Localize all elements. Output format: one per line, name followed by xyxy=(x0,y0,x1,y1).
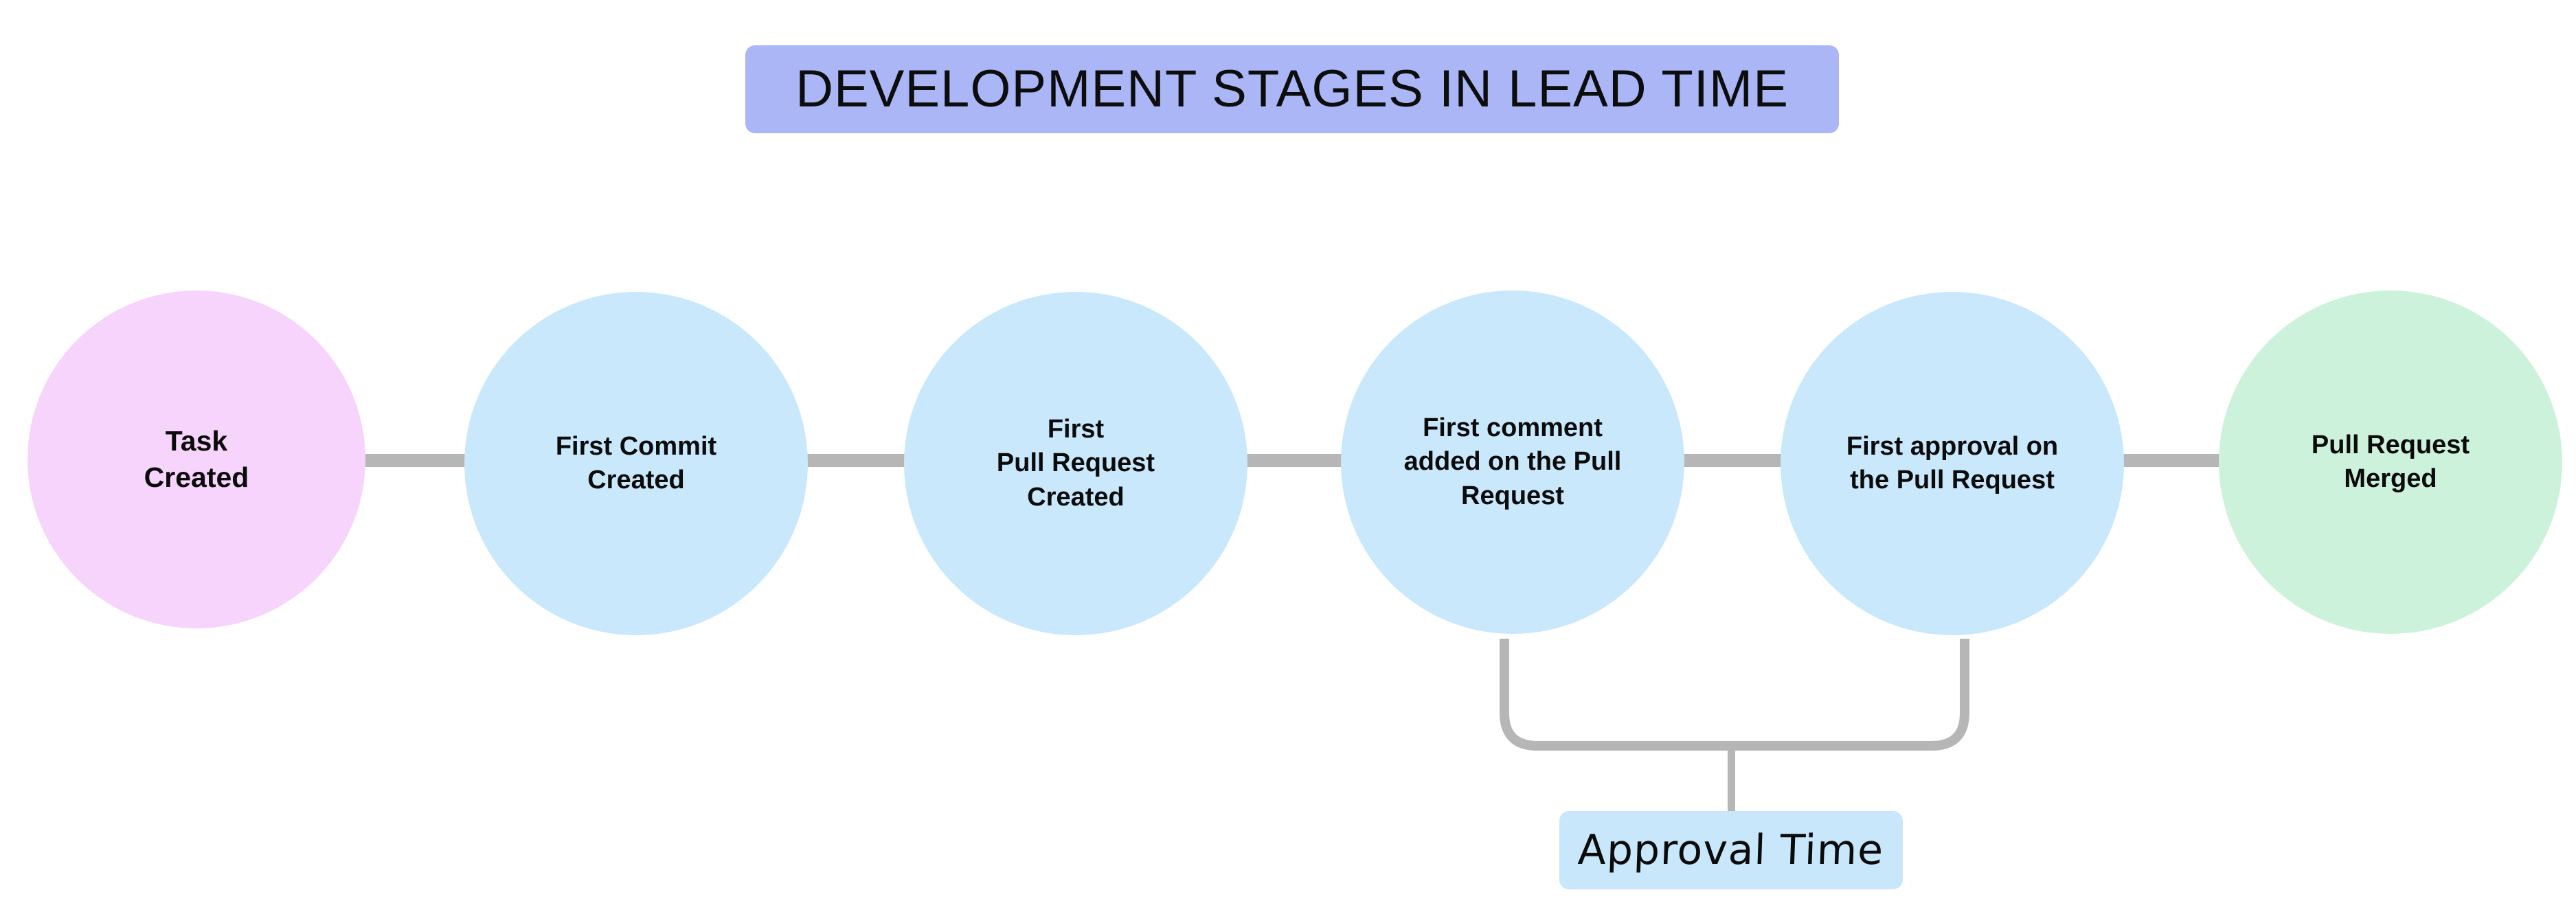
stage-node-pull-request-merged[interactable]: Pull Request Merged xyxy=(2219,290,2562,634)
stage-node-task-created[interactable]: Task Created xyxy=(27,290,365,628)
stage-node-first-approval[interactable]: First approval on the Pull Request xyxy=(1781,292,2124,635)
stage-node-first-comment-added[interactable]: First comment added on the Pull Request xyxy=(1341,290,1684,634)
stage-label: First Commit Created xyxy=(555,431,717,494)
connector-line-1 xyxy=(360,454,470,467)
diagram-title-banner: DEVELOPMENT STAGES IN LEAD TIME xyxy=(745,45,1839,133)
stage-node-first-pull-request-created[interactable]: First Pull Request Created xyxy=(904,292,1247,635)
approval-time-label: Approval Time xyxy=(1577,826,1885,874)
stage-label: First comment added on the Pull Request xyxy=(1403,413,1622,510)
connector-line-4 xyxy=(1679,454,1786,467)
stage-label: First approval on the Pull Request xyxy=(1846,431,2059,494)
approval-time-stem xyxy=(1728,749,1735,814)
connector-line-5 xyxy=(2119,454,2224,467)
approval-time-bracket xyxy=(1491,639,1978,755)
page-title: DEVELOPMENT STAGES IN LEAD TIME xyxy=(795,60,1789,118)
connector-line-2 xyxy=(802,454,909,467)
approval-time-label-box[interactable]: Approval Time xyxy=(1559,811,1903,889)
stage-label: Task Created xyxy=(144,424,249,493)
connector-line-3 xyxy=(1242,454,1346,467)
stage-label: First Pull Request Created xyxy=(996,414,1155,512)
stage-node-first-commit-created[interactable]: First Commit Created xyxy=(464,292,808,635)
stage-label: Pull Request Merged xyxy=(2311,430,2470,493)
